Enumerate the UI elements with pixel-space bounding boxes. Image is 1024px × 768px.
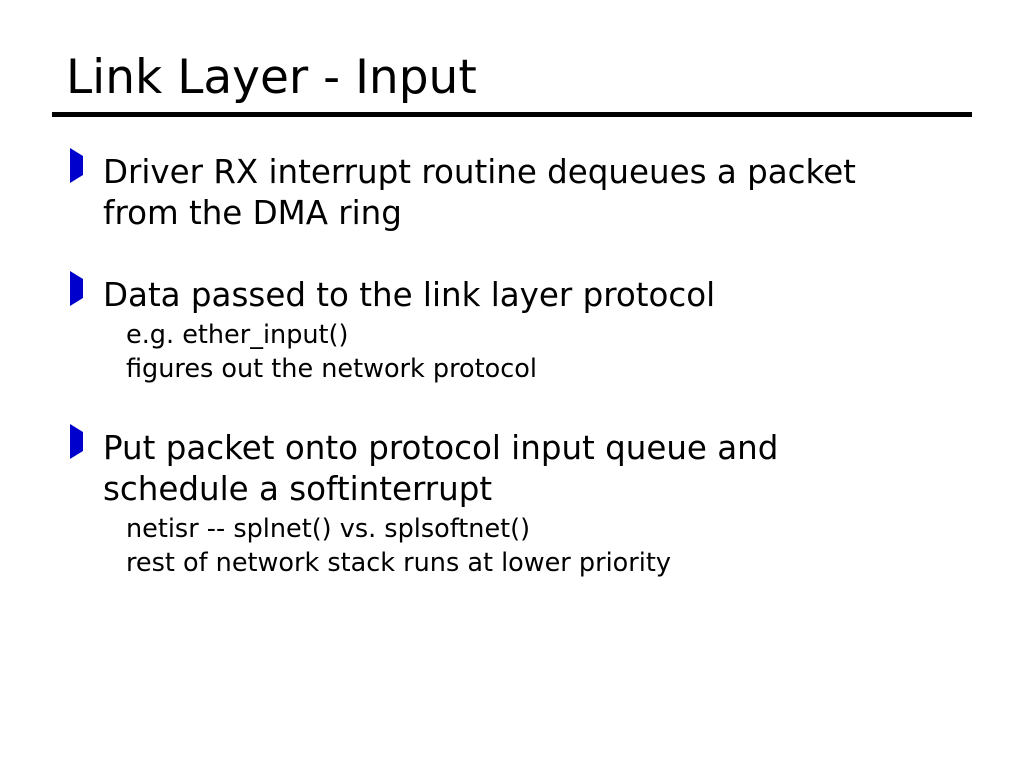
sub-bullet-text: netisr -- splnet() vs. splsoftnet() (126, 514, 531, 544)
slide-content: Driver RX interrupt routine dequeues a p… (70, 148, 980, 580)
bullet-text: Driver RX interrupt routine dequeues a p… (103, 153, 856, 232)
sub-bullet-list: netisr -- splnet() vs. splsoftnet() rest… (70, 512, 980, 580)
page-title: Link Layer - Input (66, 50, 477, 105)
sub-bullet-item: netisr -- splnet() vs. splsoftnet() (108, 512, 980, 546)
sub-bullet-item: e.g. ether_input() (108, 318, 980, 352)
sub-bullet-item: figures out the network protocol (108, 352, 980, 386)
sub-bullet-list: e.g. ether_input() figures out the netwo… (70, 318, 980, 386)
sub-bullet-text: e.g. ether_input() (126, 320, 349, 350)
title-block: Link Layer - Input (52, 50, 972, 117)
bullet-group: Data passed to the link layer protocol e… (70, 271, 980, 386)
bullet-item: Driver RX interrupt routine dequeues a p… (70, 148, 980, 234)
bullet-item: Put packet onto protocol input queue and… (70, 424, 980, 510)
bullet-text: Put packet onto protocol input queue and… (103, 429, 779, 508)
bullet-item: Data passed to the link layer protocol (70, 271, 980, 316)
sub-bullet-item: rest of network stack runs at lower prio… (108, 546, 980, 580)
sub-bullet-text: rest of network stack runs at lower prio… (126, 548, 671, 578)
sub-bullet-text: figures out the network protocol (126, 354, 537, 384)
title-divider (52, 112, 972, 117)
bullet-group: Driver RX interrupt routine dequeues a p… (70, 148, 980, 234)
bullet-text: Data passed to the link layer protocol (103, 276, 716, 314)
bullet-group: Put packet onto protocol input queue and… (70, 424, 980, 580)
